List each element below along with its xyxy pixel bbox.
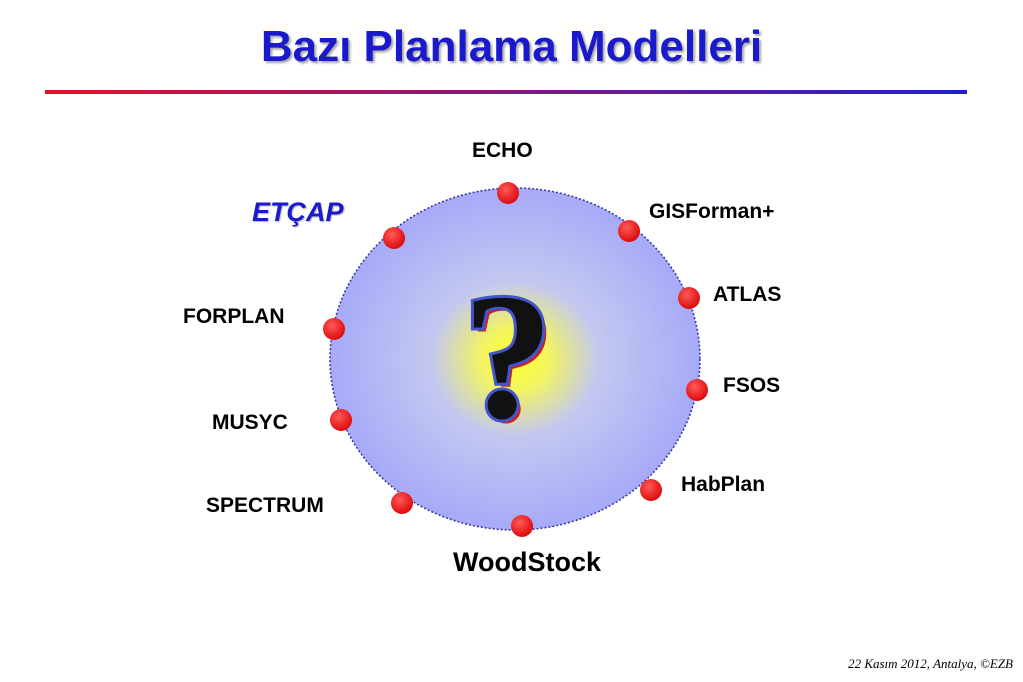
title-underline	[45, 90, 967, 94]
model-dot-fsos	[686, 379, 708, 401]
model-dot-atlas	[678, 287, 700, 309]
footer-credit: 22 Kasım 2012, Antalya, ©EZB	[848, 656, 1013, 671]
model-label-spectrum: SPECTRUM	[206, 494, 324, 517]
model-label-forplan: FORPLAN	[183, 305, 285, 328]
model-dot-musyc	[330, 409, 352, 431]
model-label-habplan: HabPlan	[681, 473, 766, 496]
model-label-gisforman: GISForman+	[649, 200, 775, 223]
model-dot-gisforman	[618, 220, 640, 242]
model-label-woodstock: WoodStock	[453, 547, 601, 577]
model-dot-woodstock	[511, 515, 533, 537]
slide-title: Bazı Planlama Modelleri	[260, 22, 763, 71]
model-label-etcap: ETÇAP	[252, 197, 344, 227]
question-mark-outline: ?	[463, 257, 553, 456]
model-label-atlas: ATLAS	[713, 283, 782, 306]
model-dot-habplan	[640, 479, 662, 501]
question-mark: ?	[463, 257, 553, 456]
question-mark-shadow: ?	[467, 261, 557, 460]
model-dot-spectrum	[391, 492, 413, 514]
model-dot-forplan	[323, 318, 345, 340]
model-dot-etcap	[383, 227, 405, 249]
planning-circle	[329, 187, 701, 531]
model-label-musyc: MUSYC	[212, 411, 288, 434]
model-dot-echo	[497, 182, 519, 204]
model-label-echo: ECHO	[472, 139, 533, 162]
model-label-fsos: FSOS	[723, 374, 781, 397]
model-dots	[323, 182, 708, 537]
